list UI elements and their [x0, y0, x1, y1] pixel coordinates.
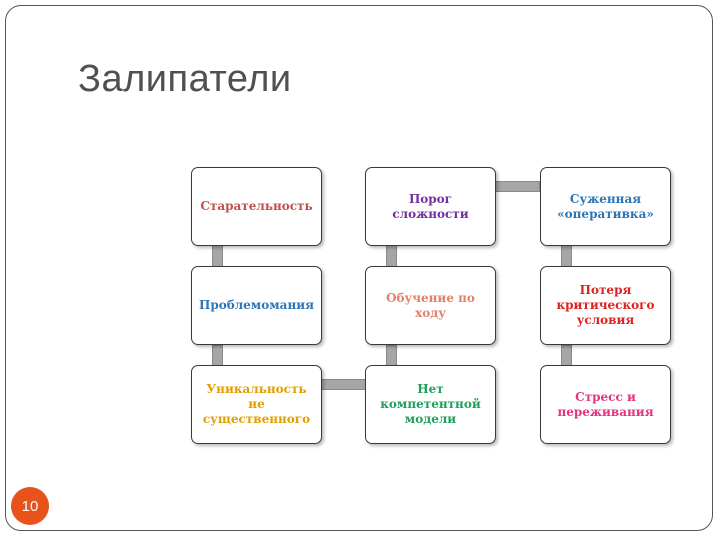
node-obuchenie-po-hodu: Обучение по ходу [365, 266, 496, 345]
node-suzhennaya-operativka: Суженная «оперативка» [540, 167, 671, 246]
node-stress-i-perezhivaniya: Стресс и переживания [540, 365, 671, 444]
node-problemomaniya: Проблемомания [191, 266, 322, 345]
connector-n2-n3 [495, 181, 540, 192]
node-starательность: Старательность [191, 167, 322, 246]
slide-title: Залипатели [78, 58, 292, 100]
node-unikalnost-ne-sushchestvennogo: Уникальность не существенного [191, 365, 322, 444]
page-number-badge: 10 [11, 487, 49, 525]
node-porog-slozhnosti: Порог сложности [365, 167, 496, 246]
node-net-kompetentnoy-modeli: Нет компетентной модели [365, 365, 496, 444]
connector-n1-n4 [212, 245, 223, 267]
connector-n4-n7 [212, 345, 223, 367]
connector-n3-n6 [561, 245, 572, 267]
connector-n7-n8 [321, 379, 366, 390]
connector-n6-n9 [561, 345, 572, 367]
connector-n5-n2 [386, 245, 397, 267]
connector-n8-n5 [386, 345, 397, 367]
node-poterya-kriticheskogo-usloviya: Потеря критического условия [540, 266, 671, 345]
